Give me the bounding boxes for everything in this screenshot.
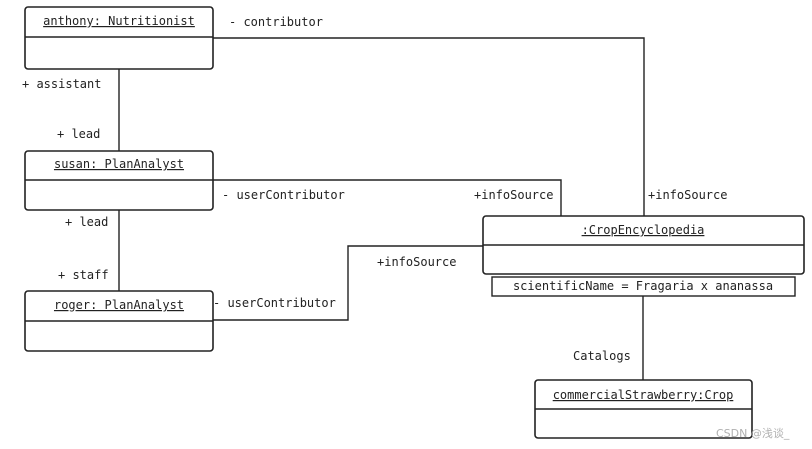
object-crop-encyclopedia-name: :CropEncyclopedia: [582, 223, 705, 237]
association-lines: [118, 37, 645, 380]
object-strawberry-name: commercialStrawberry:Crop: [553, 388, 734, 402]
line-anthony-crop-encyclopedia: [213, 37, 645, 216]
line-susan-crop-encyclopedia: [213, 179, 562, 216]
role-labels: - contributor + assistant + lead - userC…: [22, 15, 727, 363]
watermark: CSDN @浅谈_: [716, 427, 790, 440]
object-susan-name: susan: PlanAnalyst: [54, 157, 184, 171]
label-info-source-susan: +infoSource: [474, 188, 553, 202]
object-anthony-name: anthony: Nutritionist: [43, 14, 195, 28]
label-catalogs: Catalogs: [573, 349, 631, 363]
label-user-contributor-susan: - userContributor: [222, 188, 345, 202]
label-contributor: - contributor: [229, 15, 323, 29]
object-roger[interactable]: roger: PlanAnalyst: [24, 290, 214, 352]
attribute-scientific-name: scientificName = Fragaria x ananassa: [513, 279, 773, 293]
label-lead-mid: + lead: [65, 215, 108, 229]
object-strawberry[interactable]: commercialStrawberry:Crop: [534, 379, 753, 439]
label-user-contributor-roger: - userContributor: [213, 296, 336, 310]
object-susan[interactable]: susan: PlanAnalyst: [24, 150, 214, 211]
object-anthony[interactable]: anthony: Nutritionist: [24, 6, 214, 70]
label-lead-top: + lead: [57, 127, 100, 141]
label-info-source-anthony: +infoSource: [648, 188, 727, 202]
attribute-box: scientificName = Fragaria x ananassa: [491, 276, 796, 297]
label-staff: + staff: [58, 268, 109, 282]
label-info-source-roger: +infoSource: [377, 255, 456, 269]
object-crop-encyclopedia[interactable]: :CropEncyclopedia: [482, 215, 805, 275]
line-roger-crop-encyclopedia: [213, 245, 483, 321]
label-assistant: + assistant: [22, 77, 101, 91]
object-roger-name: roger: PlanAnalyst: [54, 298, 184, 312]
